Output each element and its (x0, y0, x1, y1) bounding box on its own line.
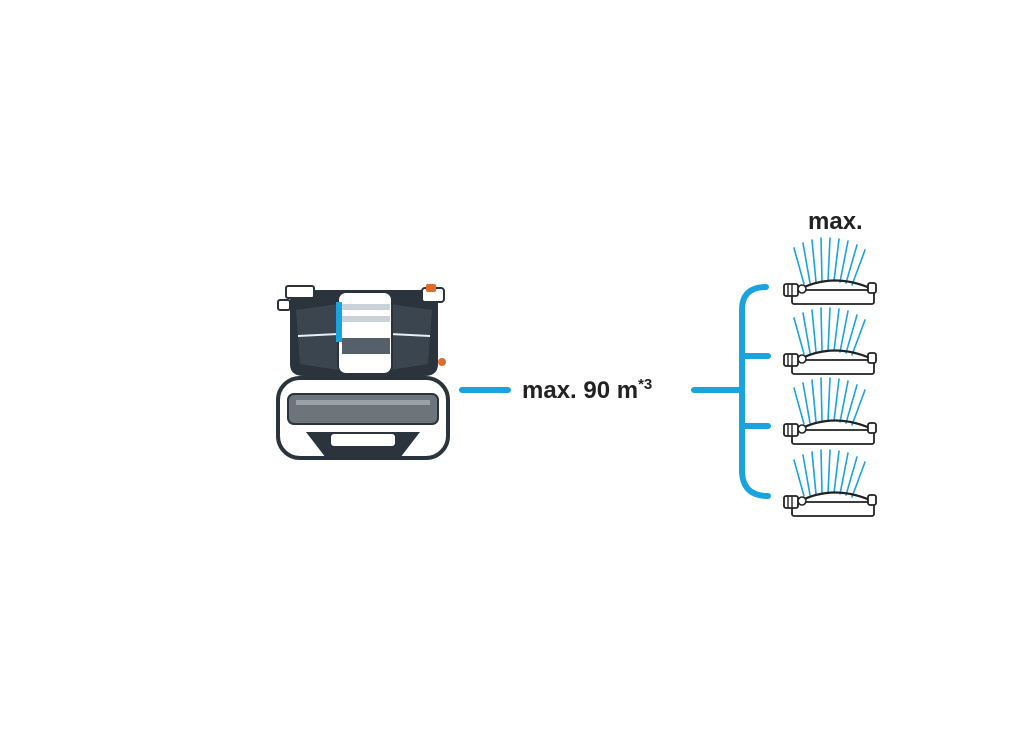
sprinkler-icon (782, 236, 878, 306)
sprinkler-icon (782, 376, 878, 446)
distance-label: max. 90 m*3 (522, 376, 652, 404)
sprinkler-icon (782, 448, 878, 518)
pump-icon (276, 284, 450, 460)
distance-label-superscript: *3 (638, 376, 652, 393)
distribution-bracket (739, 284, 771, 499)
sprinklers-heading: max. (808, 208, 863, 235)
distance-label-main: max. 90 m (522, 377, 638, 404)
sprinkler-icon (782, 306, 878, 376)
